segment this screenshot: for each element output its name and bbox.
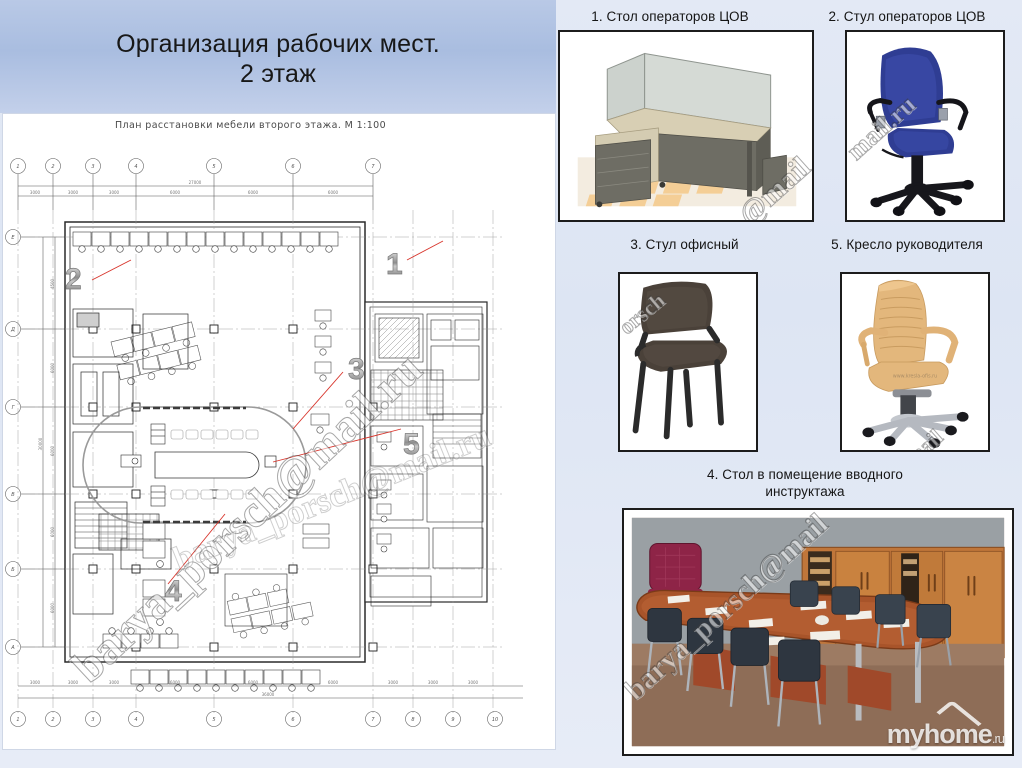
item-2-caption: 2. Стул операторов ЦОВ — [828, 9, 986, 24]
svg-text:Е: Е — [11, 235, 15, 241]
svg-text:3000: 3000 — [30, 190, 41, 195]
svg-text:3000: 3000 — [68, 190, 79, 195]
operator-chair-photo[interactable]: mail.ru — [845, 30, 1005, 222]
svg-text:3000: 3000 — [109, 680, 120, 685]
myhome-logo-text: myhome — [886, 719, 993, 749]
svg-text:36000: 36000 — [262, 692, 275, 697]
svg-text:6000: 6000 — [328, 680, 339, 685]
svg-text:7: 7 — [371, 717, 375, 723]
training-room-illustration — [624, 510, 1012, 754]
svg-text:3000: 3000 — [68, 680, 79, 685]
svg-text:Б: Б — [11, 567, 15, 573]
callout-number-3: 3 — [348, 353, 365, 386]
svg-text:www.kresla-ofis.ru: www.kresla-ofis.ru — [893, 374, 938, 380]
callout-leader-lines — [91, 240, 444, 585]
svg-text:5: 5 — [212, 164, 215, 170]
operator-desk-photo[interactable]: @mail — [558, 30, 814, 222]
executive-chair-illustration: www.kresla-ofis.ru — [842, 274, 988, 450]
svg-text:6: 6 — [291, 717, 294, 723]
office-chair-photo[interactable]: orsch — [618, 272, 758, 452]
callout-number-1: 1 — [386, 248, 403, 281]
svg-text:6000: 6000 — [328, 190, 339, 195]
office-chair-illustration — [620, 274, 756, 450]
item-4-caption: 4. Стол в помещение вводного инструктажа — [610, 466, 1000, 500]
floor-plan-caption: План расстановки мебели второго этажа. М… — [115, 120, 387, 131]
svg-text:6000: 6000 — [50, 602, 55, 613]
svg-text:4: 4 — [134, 717, 137, 723]
svg-text:30000: 30000 — [38, 437, 43, 450]
svg-text:А: А — [10, 645, 15, 651]
floor-plan-panel[interactable]: План расстановки мебели второго этажа. М… — [2, 113, 556, 750]
svg-text:1: 1 — [16, 717, 19, 723]
svg-text:6000: 6000 — [248, 680, 259, 685]
svg-text:9: 9 — [451, 717, 454, 723]
item-1-caption: 1. Стол операторов ЦОВ — [591, 9, 749, 24]
myhome-logo: myhome.ru — [886, 699, 1005, 749]
svg-text:3000: 3000 — [428, 680, 439, 685]
svg-text:6000: 6000 — [50, 526, 55, 537]
svg-text:7: 7 — [371, 164, 375, 170]
page-title-line2: 2 этаж — [239, 59, 317, 88]
svg-text:Г: Г — [12, 405, 16, 411]
svg-text:3: 3 — [91, 164, 94, 170]
svg-text:27000: 27000 — [189, 180, 202, 185]
svg-text:2: 2 — [51, 164, 54, 170]
svg-text:3: 3 — [91, 717, 94, 723]
training-room-photo[interactable]: barya_porsch@mail myhome.ru — [622, 508, 1014, 756]
svg-text:6000: 6000 — [50, 445, 55, 456]
svg-text:4500: 4500 — [50, 278, 55, 289]
callout-number-4: 4 — [165, 575, 182, 608]
svg-text:6000: 6000 — [248, 190, 259, 195]
svg-text:3000: 3000 — [109, 190, 120, 195]
svg-text:6: 6 — [291, 164, 294, 170]
operator-desk-illustration — [560, 32, 812, 220]
item-4-caption-line2: инструктажа — [765, 484, 845, 499]
executive-chair-photo[interactable]: www.kresla-ofis.ru mail — [840, 272, 990, 452]
operator-chair-illustration — [847, 32, 1003, 220]
svg-text:Д: Д — [10, 327, 15, 333]
svg-text:6000: 6000 — [170, 190, 181, 195]
svg-text:В: В — [11, 492, 15, 498]
svg-text:4: 4 — [134, 164, 137, 170]
myhome-logo-tld: .ru — [991, 731, 1005, 746]
svg-text:1: 1 — [16, 164, 19, 170]
floor-plan-drawing: 1 2 3 4 5 6 7 27000 3000 3000 3000 6000 60… — [5, 158, 523, 727]
callout-numbers: 2 1 3 5 4 — [65, 248, 420, 609]
svg-text:6000: 6000 — [50, 362, 55, 373]
svg-text:2: 2 — [51, 717, 54, 723]
svg-text:3000: 3000 — [30, 680, 41, 685]
item-5-caption: 5. Кресло руководителя — [831, 237, 983, 252]
title-banner: Организация рабочих мест. 2 этаж — [0, 0, 556, 113]
svg-text:3000: 3000 — [468, 680, 479, 685]
svg-text:8: 8 — [411, 717, 414, 723]
svg-text:10: 10 — [492, 717, 498, 723]
item-3-caption: 3. Стул офисный — [630, 237, 739, 252]
page-title-line1: Организация рабочих мест. — [116, 29, 440, 58]
svg-text:5: 5 — [212, 717, 215, 723]
svg-text:3000: 3000 — [388, 680, 399, 685]
svg-text:6000: 6000 — [170, 680, 181, 685]
callout-number-2: 2 — [65, 263, 82, 296]
item-4-caption-line1: 4. Стол в помещение вводного — [706, 467, 904, 482]
callout-number-5: 5 — [403, 428, 420, 461]
